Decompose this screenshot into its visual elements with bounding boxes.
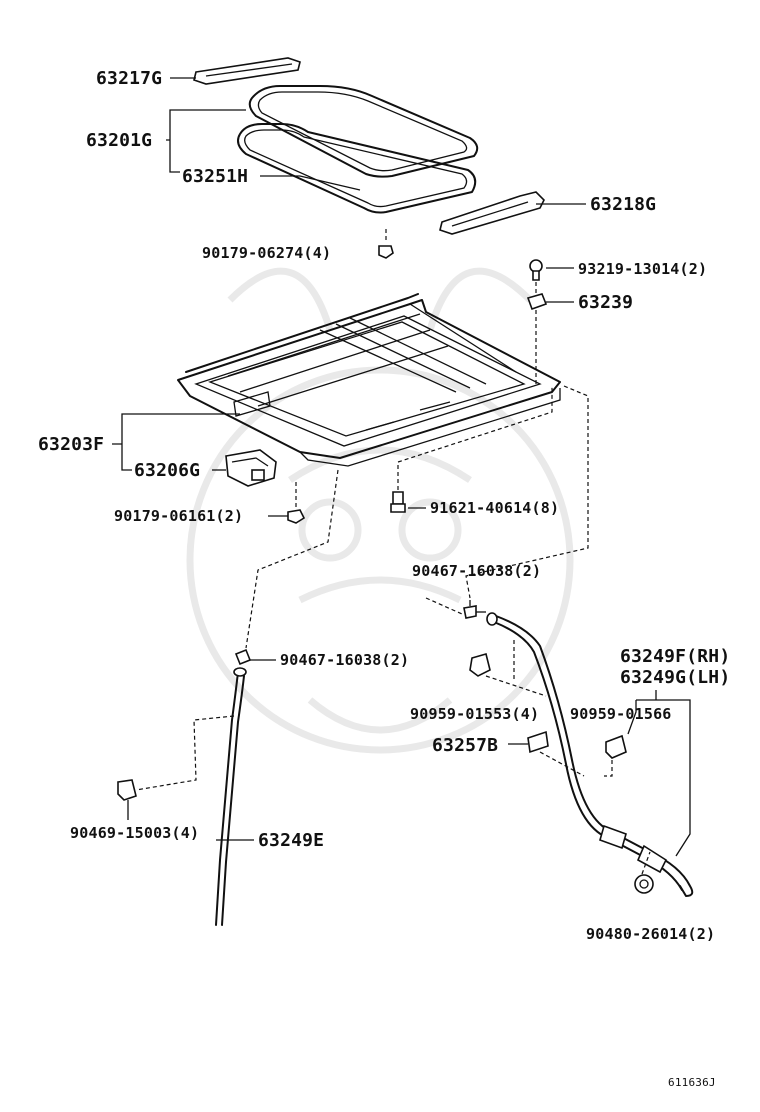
part-bolt-13014	[529, 259, 543, 281]
part-63249fg-drain-hose	[486, 612, 694, 897]
callout-90179-06161: 90179-06161(2)	[114, 507, 243, 525]
part-63203f-frame	[177, 293, 561, 467]
callout-63249e: 63249E	[258, 830, 324, 851]
callout-93219-13014: 93219-13014(2)	[578, 260, 707, 278]
callout-63251h: 63251H	[182, 166, 248, 187]
callout-63239: 63239	[578, 292, 633, 313]
dashed-lines	[135, 226, 651, 875]
part-nut-06274	[378, 245, 394, 259]
callout-63249g: 63249G(LH)	[620, 667, 730, 688]
callout-90467-16038-left: 90467-16038(2)	[280, 651, 409, 669]
part-bolt-40614	[390, 491, 406, 513]
part-63201g-glass	[248, 85, 479, 178]
part-clamp-01553	[469, 653, 491, 677]
callout-63203f: 63203F	[38, 434, 104, 455]
part-clip-16038-right	[463, 600, 477, 619]
part-63218g-bracket	[439, 191, 545, 235]
part-63239-stop	[526, 293, 548, 311]
part-63249e-drain-hose	[215, 667, 247, 926]
watermark-emblem	[186, 267, 574, 754]
part-clip-16038-left	[234, 648, 252, 666]
callout-90959-01566: 90959-01566	[570, 705, 672, 723]
part-63206g-motor	[225, 449, 277, 487]
leader-lines	[112, 77, 691, 857]
part-63257b-pad	[527, 730, 549, 754]
callout-90179-06274: 90179-06274(4)	[202, 244, 331, 262]
part-clamp-15003	[117, 779, 137, 801]
part-63251h-weatherstrip	[237, 123, 477, 214]
callout-63257b: 63257B	[432, 735, 498, 756]
callout-63218g: 63218G	[590, 194, 656, 215]
callout-90467-16038-right: 90467-16038(2)	[412, 562, 541, 580]
part-nut-06161	[287, 509, 306, 524]
callout-labels: 63217G 63201G 63251H 63218G 90179-06274(…	[38, 68, 730, 1089]
callout-90469-15003: 90469-15003(4)	[70, 824, 199, 842]
part-clamp-01566	[605, 734, 627, 759]
callout-63206g: 63206G	[134, 460, 200, 481]
part-grommet-26014	[634, 874, 654, 894]
callout-91621-40614: 91621-40614(8)	[430, 499, 559, 517]
part-63217g-bracket	[193, 57, 301, 85]
callout-63201g: 63201G	[86, 130, 152, 151]
figure-id: 611636J	[668, 1076, 716, 1089]
callout-63249f: 63249F(RH)	[620, 646, 730, 667]
callout-90480-26014: 90480-26014(2)	[586, 925, 715, 943]
callout-90959-01553: 90959-01553(4)	[410, 705, 539, 723]
callout-63217g: 63217G	[96, 68, 162, 89]
